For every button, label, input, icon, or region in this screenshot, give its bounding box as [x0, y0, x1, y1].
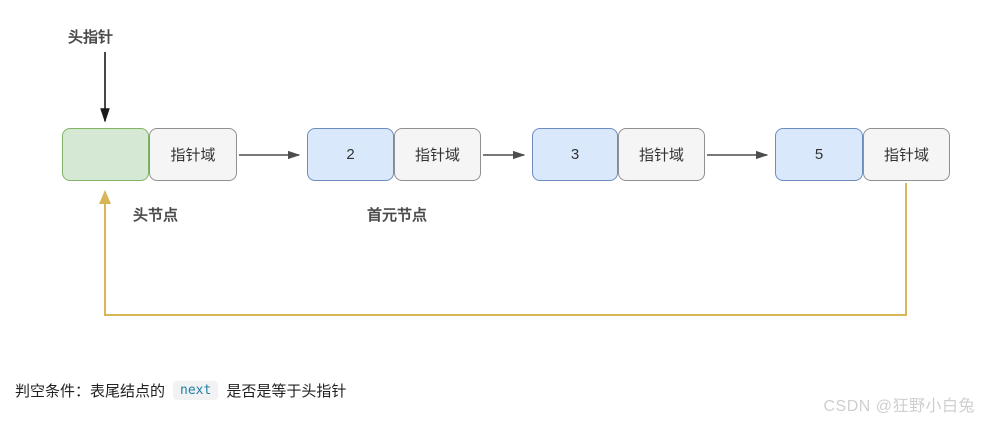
pointer-field-label: 指针域: [638, 147, 684, 164]
node-2-value: 2: [346, 146, 355, 163]
pointer-field-label: 指针域: [414, 147, 460, 164]
head-node-pointer-box: 指针域: [149, 128, 237, 181]
node-2-pointer-box: 指针域: [394, 128, 481, 181]
node-5-data-box: 5: [775, 128, 863, 181]
node-3-data-box: 3: [532, 128, 618, 181]
node-5-pointer-box: 指针域: [863, 128, 950, 181]
head-pointer-label: 头指针: [68, 29, 114, 46]
csdn-watermark: CSDN @狂野小白兔: [823, 398, 975, 415]
node-5-value: 5: [814, 146, 824, 163]
pointer-field-label: 指针域: [883, 147, 929, 164]
pointer-field-label: 指针域: [170, 147, 216, 164]
caption-suffix: 是否是等于头指针: [226, 383, 347, 400]
head-node-label: 头节点: [133, 207, 179, 224]
head-node-data-box: [62, 128, 149, 181]
first-element-node-label: 首元节点: [367, 207, 428, 224]
caption-prefix: 判空条件：表尾结点的: [15, 383, 166, 400]
node-3-pointer-box: 指针域: [618, 128, 705, 181]
node-3-value: 3: [570, 146, 580, 163]
node-2-data-box: 2: [307, 128, 394, 181]
next-code-token: next: [173, 381, 219, 400]
tail-to-head-loop-arrow: [99, 183, 907, 316]
empty-check-caption: 判空条件：表尾结点的 next 是否是等于头指针: [15, 380, 346, 401]
